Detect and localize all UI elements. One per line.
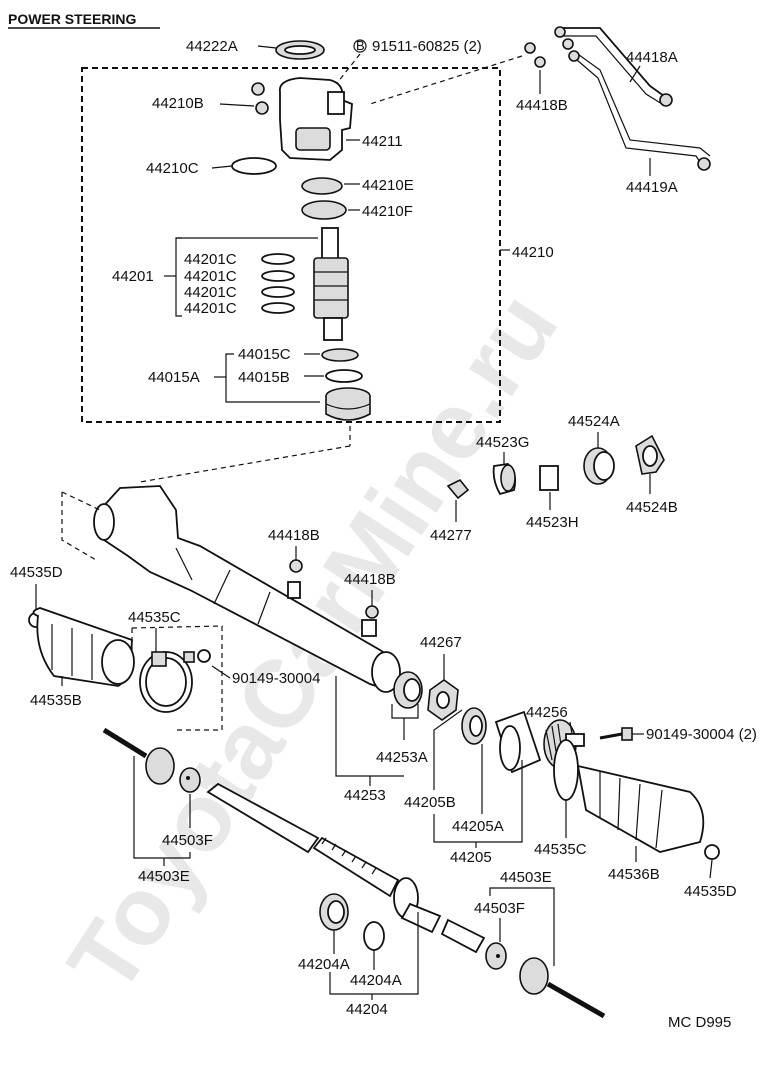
label-44267: 44267 [420, 634, 462, 651]
label-91511: 91511-60825 (2) [372, 38, 482, 55]
part-44535b [32, 607, 135, 687]
label-44418b-mid2: 44418B [344, 571, 396, 588]
label-44201c-4: 44201C [184, 300, 237, 317]
label-44015b: 44015B [238, 369, 290, 386]
label-44418b-mid: 44418B [268, 527, 320, 544]
part-44503e-left [102, 727, 175, 785]
part-44277 [446, 478, 470, 500]
label-44204a-2: 44204A [350, 972, 402, 989]
part-44015a [325, 387, 371, 421]
label-44211: 44211 [362, 133, 403, 150]
label-44210c: 44210C [146, 160, 199, 177]
part-44524b [635, 434, 665, 475]
part-44205b [461, 707, 487, 745]
label-44524a: 44524A [568, 413, 620, 430]
part-44418b-mid [289, 559, 303, 573]
part-44253a [393, 671, 423, 709]
part-44418a-tubes [554, 26, 711, 171]
part-44210c [231, 157, 277, 175]
part-44535d-right [704, 844, 720, 860]
label-44253: 44253 [344, 787, 386, 804]
label-44222a: 44222A [186, 38, 238, 55]
label-44535d-right: 44535D [684, 883, 737, 900]
label-44535b: 44535B [30, 692, 82, 709]
label-44201c-1: 44201C [184, 251, 237, 268]
label-44015c: 44015C [238, 346, 291, 363]
page-title: POWER STEERING [8, 11, 136, 27]
label-44015a: 44015A [148, 369, 200, 386]
label-44418a: 44418A [626, 49, 678, 66]
part-44201c-rings [261, 253, 295, 314]
label-44253a: 44253A [376, 749, 428, 766]
label-44523h: 44523H [526, 514, 579, 531]
part-44418b-top [524, 42, 546, 68]
part-44536b [576, 764, 705, 853]
label-44503f-left: 44503F [162, 832, 213, 849]
part-44523g [492, 463, 517, 496]
bolt-mark-icon [353, 39, 367, 53]
label-44503f-right: 44503F [474, 900, 525, 917]
part-44210f [301, 200, 347, 220]
label-44535c-left: 44535C [128, 609, 181, 626]
label-44536b: 44536B [608, 866, 660, 883]
part-44210e [301, 177, 343, 195]
label-44205b: 44205B [404, 794, 456, 811]
label-44503e-right: 44503E [500, 869, 552, 886]
part-44210b [251, 82, 269, 115]
label-44205a: 44205A [452, 818, 504, 835]
part-rack [206, 782, 486, 954]
part-44204a-2 [363, 921, 385, 951]
part-44523h [539, 465, 559, 491]
part-44535c-right [553, 739, 579, 801]
part-44222a [275, 40, 325, 60]
part-44267 [427, 679, 459, 721]
label-44201c-3: 44201C [184, 284, 237, 301]
label-44210b: 44210B [152, 95, 204, 112]
label-90149-right: 90149-30004 (2) [646, 726, 757, 743]
part-44015b [325, 369, 363, 383]
label-44204: 44204 [346, 1001, 388, 1018]
label-44256: 44256 [526, 704, 568, 721]
part-44524a [583, 447, 615, 485]
label-44204a-1: 44204A [298, 956, 350, 973]
part-rack-housing [93, 485, 401, 693]
label-44277: 44277 [430, 527, 472, 544]
diagram-code: MC D995 [668, 1014, 731, 1031]
label-44524b: 44524B [626, 499, 678, 516]
part-44535c-left [139, 651, 193, 713]
part-44211 [278, 77, 353, 161]
label-44201: 44201 [112, 268, 154, 285]
part-44503f-left [179, 767, 201, 793]
label-44210e: 44210E [362, 177, 414, 194]
part-44418b-mid2 [365, 605, 379, 619]
part-44015c [321, 348, 359, 362]
label-44419a: 44419A [626, 179, 678, 196]
label-44210f: 44210F [362, 203, 413, 220]
part-44201 [313, 227, 349, 341]
label-44503e-left: 44503E [138, 868, 190, 885]
part-44205a [494, 710, 542, 774]
label-44535d-left: 44535D [10, 564, 63, 581]
part-44503e-right [519, 957, 606, 1019]
part-90149-right [599, 727, 633, 741]
valve-group-frame [81, 67, 501, 423]
part-44503f-right [485, 942, 507, 970]
label-44535c-right: 44535C [534, 841, 587, 858]
label-44205: 44205 [450, 849, 492, 866]
part-44204a-1 [319, 893, 349, 931]
label-91511-mark: B [356, 38, 365, 53]
label-44210: 44210 [512, 244, 554, 261]
part-90149-left [183, 649, 211, 663]
label-90149-left: 90149-30004 [232, 670, 320, 687]
label-44201c-2: 44201C [184, 268, 237, 285]
label-44523g: 44523G [476, 434, 529, 451]
label-44418b-top: 44418B [516, 97, 568, 114]
